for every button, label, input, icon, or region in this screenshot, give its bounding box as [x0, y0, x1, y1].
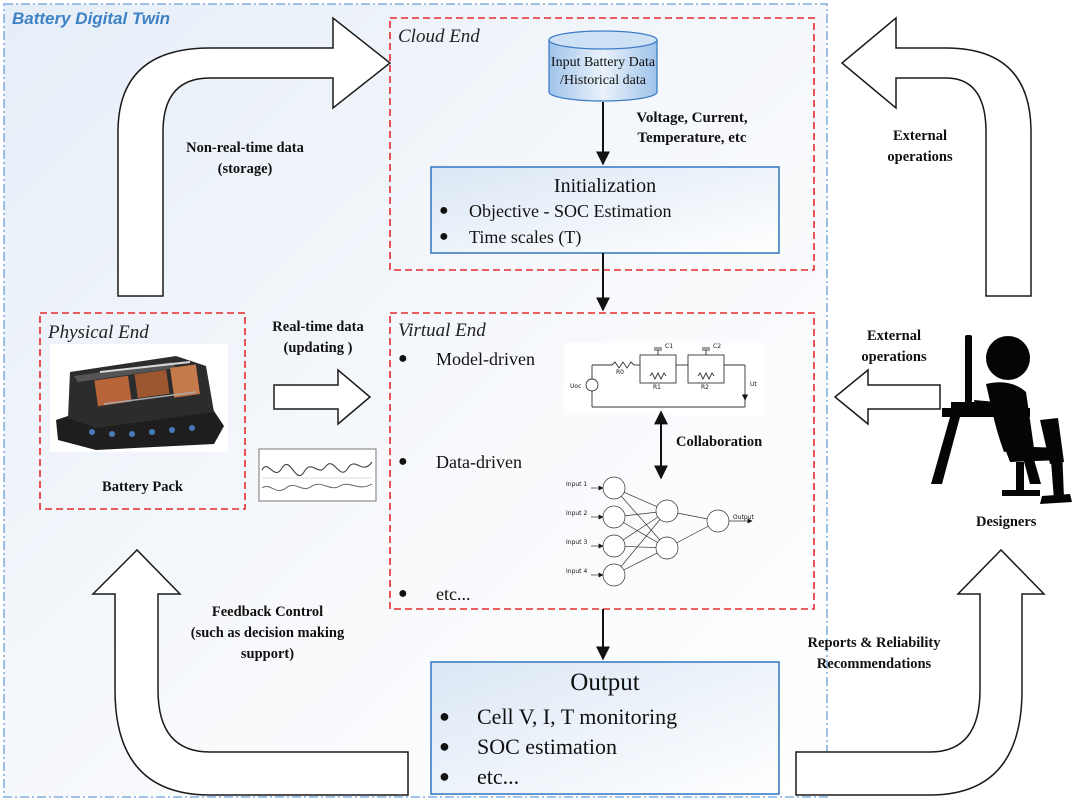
init-item-label: Time scales (T)	[469, 227, 582, 247]
feedback-line-2: (such as decision making	[190, 625, 345, 642]
circuit-label-c1: C1	[665, 343, 674, 350]
database-label: Input Battery Data /Historical data	[547, 54, 659, 90]
nn-connection	[613, 510, 668, 576]
virtual-item-label: Data-driven	[436, 452, 522, 472]
external-top-line-2: operations	[887, 149, 953, 166]
circuit-label-c2: C2	[713, 343, 722, 350]
designers-label: Designers	[976, 514, 1037, 530]
battery-pack-label: Battery Pack	[102, 479, 183, 495]
circuit-label-source: Uoc	[570, 383, 582, 390]
output-title: Output	[570, 669, 640, 696]
init-item: ●Time scales (T)	[439, 227, 582, 247]
nn-input-label: Input 4	[566, 568, 588, 575]
virtual-end-region	[389, 312, 815, 610]
neural-network-diagram	[591, 476, 753, 587]
virtual-item: ●Model-driven	[398, 349, 535, 369]
output-box	[430, 661, 780, 795]
external-top-line-1: External	[893, 128, 947, 144]
non-realtime-label: Non-real-time data (storage)	[160, 138, 330, 180]
feedback-line-1: Feedback Control	[211, 604, 324, 620]
output-item-label: Cell V, I, T monitoring	[477, 704, 678, 729]
virtual-end-title: Virtual End	[398, 320, 486, 341]
collaboration-label: Collaboration	[676, 434, 763, 450]
circuit-label-r0: R0	[616, 369, 624, 376]
nn-output-label: Output	[733, 514, 754, 521]
realtime-line-1: Real-time data	[272, 319, 364, 335]
circuit-label-terminal: Ut	[750, 381, 757, 388]
nn-input-label: Input 2	[566, 510, 588, 517]
external-operations-mid-label: External operations	[834, 326, 954, 368]
external-operations-mid-arrow	[833, 368, 941, 426]
measurements-label: Voltage, Current, Temperature, etc	[612, 108, 772, 149]
realtime-line-2: (updating )	[283, 340, 353, 357]
feedback-line-3: support)	[240, 646, 295, 663]
output-item-label: etc...	[477, 764, 520, 789]
physical-end-region	[39, 312, 246, 510]
measurements-line-1: Voltage, Current,	[636, 110, 748, 126]
output-item: ●etc...	[439, 764, 520, 789]
initialization-box	[430, 166, 780, 254]
non-realtime-line-2: (storage)	[217, 161, 273, 178]
init-item: ●Objective - SOC Estimation	[439, 201, 672, 221]
output-item: ●Cell V, I, T monitoring	[439, 704, 678, 729]
external-mid-line-1: External	[867, 328, 921, 344]
circuit-label-r2: R2	[701, 384, 709, 391]
virtual-item-label: Model-driven	[436, 349, 535, 369]
circuit-label-r1: R1	[653, 384, 661, 391]
nn-input-label: Input 3	[566, 539, 588, 546]
realtime-label: Real-time data (updating )	[248, 317, 388, 359]
physical-end-title: Physical End	[48, 322, 149, 343]
database-label-line-1: Input Battery Data	[550, 55, 656, 70]
virtual-item-label: etc...	[436, 584, 471, 604]
external-mid-line-2: operations	[861, 349, 927, 366]
reports-line-2: Recommendations	[816, 656, 932, 673]
designer-at-computer-icon	[931, 335, 1072, 504]
battery-pack-image	[50, 344, 228, 452]
feedback-control-arrow	[91, 548, 409, 796]
measurements-line-2: Temperature, etc	[637, 130, 747, 147]
non-realtime-storage-arrow	[117, 16, 392, 297]
external-operations-top-arrow	[840, 16, 1032, 297]
reports-line-1: Reports & Reliability	[807, 635, 941, 651]
virtual-item: ●Data-driven	[398, 452, 522, 472]
cloud-end-title: Cloud End	[398, 26, 480, 47]
output-item: ●SOC estimation	[439, 734, 617, 759]
initialization-title: Initialization	[553, 175, 657, 197]
nn-connection	[613, 487, 668, 549]
equivalent-circuit-diagram	[564, 343, 764, 415]
database-icon	[548, 30, 658, 102]
nn-input-label: Input 1	[566, 481, 588, 488]
cloud-end-region	[389, 17, 815, 271]
signal-waveform-icon	[258, 448, 377, 502]
virtual-item: ●etc...	[398, 584, 471, 604]
diagram-title: Battery Digital Twin	[12, 9, 171, 28]
init-item-label: Objective - SOC Estimation	[469, 201, 672, 221]
output-item-label: SOC estimation	[477, 734, 617, 759]
external-operations-top-label: External operations	[855, 126, 985, 168]
database-label-line-2: /Historical data	[560, 73, 646, 89]
reports-recommendations-arrow	[795, 548, 1046, 796]
realtime-data-arrow	[273, 368, 372, 426]
reports-label: Reports & Reliability Recommendations	[786, 633, 962, 675]
non-realtime-line-1: Non-real-time data	[186, 140, 304, 156]
feedback-control-label: Feedback Control (such as decision makin…	[165, 602, 370, 665]
